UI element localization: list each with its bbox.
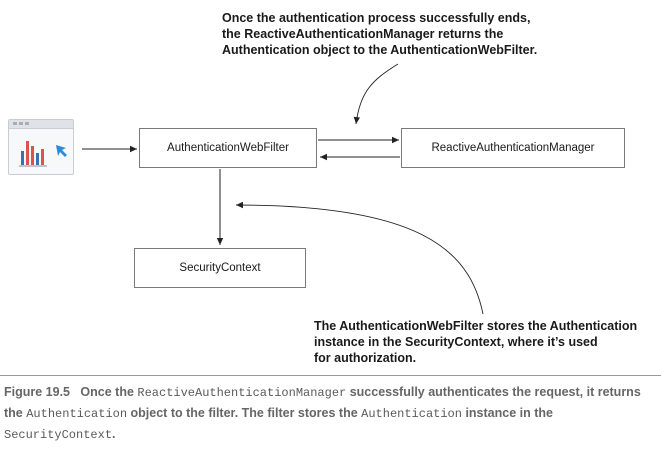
security-context-box: SecurityContext	[134, 248, 306, 288]
caption-code-security-context: SecurityContext	[4, 428, 113, 442]
caption-code-authentication-2: Authentication	[361, 407, 462, 421]
pointer-bottom-annotation	[235, 201, 484, 315]
bar-chart-cursor-icon	[19, 141, 67, 167]
reactive-authentication-manager-label: ReactiveAuthenticationManager	[431, 142, 595, 154]
annotation-top: Once the authentication process successf…	[222, 11, 538, 57]
caption-text-3: object to the filter. The filter stores …	[127, 406, 362, 420]
security-context-label: SecurityContext	[179, 262, 261, 274]
caption-code-authentication: Authentication	[26, 407, 128, 421]
caption-text-5: .	[112, 427, 116, 441]
caption-text-4: instance in the	[461, 406, 553, 420]
authentication-web-filter-label: AuthenticationWebFilter	[167, 142, 289, 154]
caption-divider	[0, 375, 661, 376]
client-browser-icon	[8, 119, 74, 175]
figure-caption: Figure 19.5 Once the ReactiveAuthenticat…	[4, 382, 656, 445]
authentication-web-filter-box: AuthenticationWebFilter	[139, 128, 317, 168]
caption-code-manager: ReactiveAuthenticationManager	[137, 386, 347, 400]
browser-titlebar	[9, 120, 73, 129]
reactive-authentication-manager-box: ReactiveAuthenticationManager	[401, 128, 625, 168]
caption-text-2: successfully authenticates the request, …	[4, 385, 641, 420]
annotation-bottom: The AuthenticationWebFilter stores the A…	[314, 319, 638, 365]
caption-text-1: Once the	[80, 385, 138, 399]
figure-label: Figure 19.5	[4, 385, 70, 399]
pointer-top-annotation	[353, 63, 399, 125]
